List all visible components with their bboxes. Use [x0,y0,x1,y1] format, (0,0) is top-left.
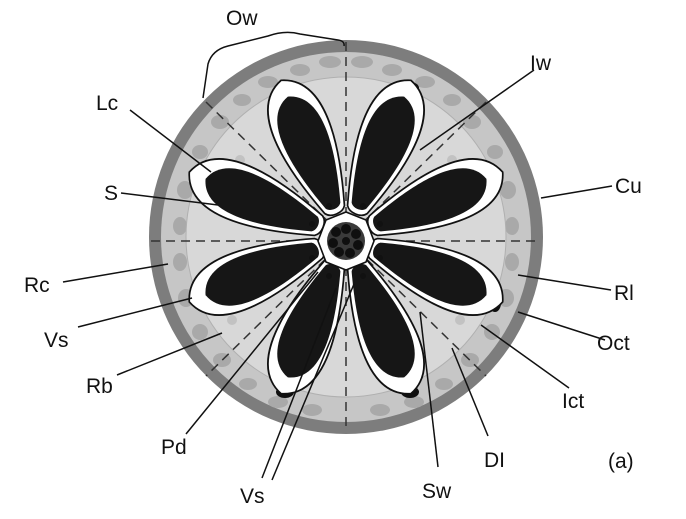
label-rl: Rl [614,282,634,305]
label-panel: (a) [608,450,634,473]
label-rc: Rc [24,274,50,297]
label-cu: Cu [615,175,642,198]
label-vs-left: Vs [44,329,69,352]
label-ow: Ow [226,7,258,30]
label-iw: Iw [530,52,552,75]
label-rb: Rb [86,375,113,398]
central-column [318,212,374,270]
label-pd: Pd [161,436,187,459]
label-vs-bottom: Vs [240,485,265,508]
label-ict: Ict [562,390,584,413]
label-oct: Oct [597,332,630,355]
label-lc: Lc [96,92,118,115]
label-di: DI [484,449,505,472]
label-sw: Sw [422,480,452,503]
label-s: S [104,182,118,205]
